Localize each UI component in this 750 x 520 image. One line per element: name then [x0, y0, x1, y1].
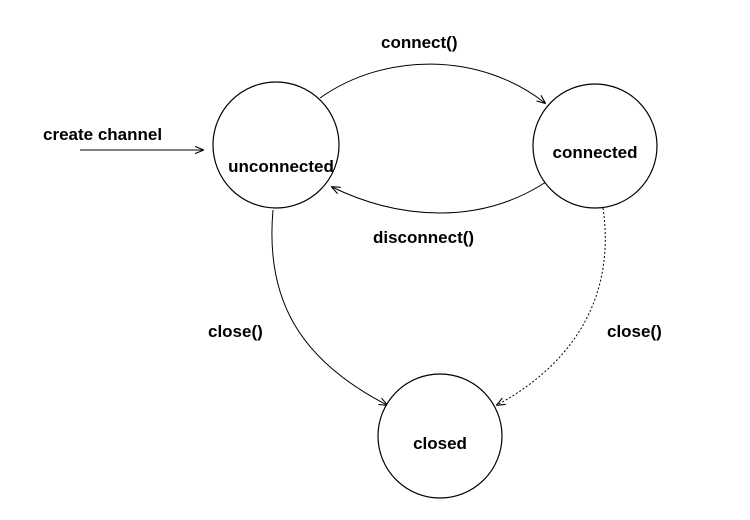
- state-connected-label: connected: [552, 143, 637, 162]
- connect-arrow: [319, 63, 545, 103]
- disconnect-arrow: [332, 181, 547, 214]
- state-connected: connected: [532, 83, 658, 209]
- close-unconnected-label: close(): [208, 322, 263, 341]
- connect-label: connect(): [381, 33, 458, 52]
- state-closed-label: closed: [413, 434, 467, 453]
- state-unconnected-label: unconnected: [228, 157, 334, 176]
- close-from-unconnected-arrow: [271, 209, 387, 405]
- close-from-connected-arrow: [497, 207, 606, 405]
- state-unconnected: unconnected: [212, 81, 340, 209]
- create-channel-label: create channel: [43, 125, 162, 144]
- state-closed: closed: [377, 373, 503, 499]
- disconnect-label: disconnect(): [373, 228, 474, 247]
- close-connected-label: close(): [607, 322, 662, 341]
